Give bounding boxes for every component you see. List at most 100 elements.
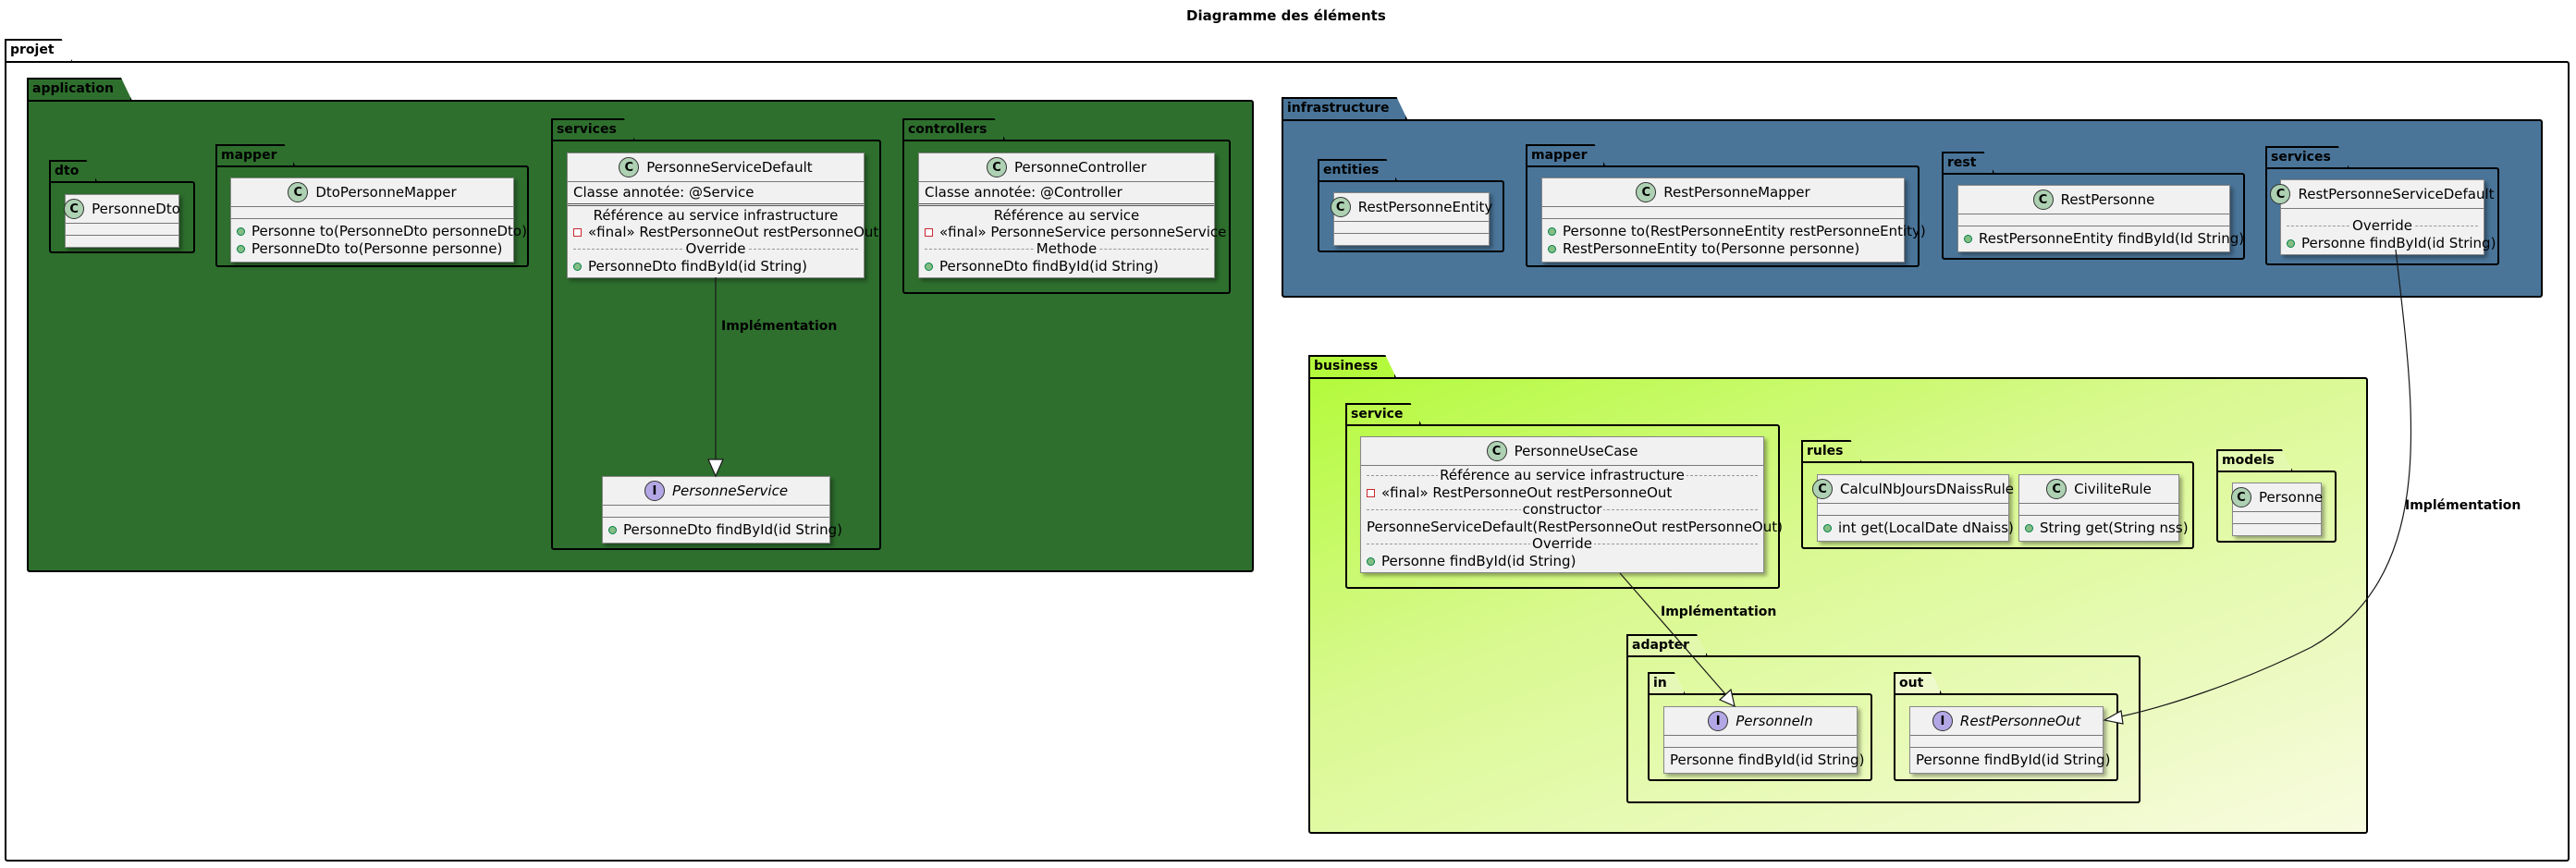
class-name: Personne bbox=[2258, 489, 2324, 506]
interface-name: RestPersonneOut bbox=[1959, 713, 2081, 729]
method: PersonneDto findById(id String) bbox=[623, 521, 843, 538]
package-label: rules bbox=[1807, 444, 1844, 458]
class-icon: C bbox=[2032, 189, 2054, 210]
package-tab-infra-services: services bbox=[2265, 146, 2349, 168]
class-name: DtoPersonneMapper bbox=[315, 184, 457, 201]
class-name: RestPersonne bbox=[2060, 191, 2155, 208]
package-label: entities bbox=[1323, 163, 1380, 177]
package-tab-service: service bbox=[1345, 403, 1421, 425]
field: «final» PersonneService personneService bbox=[939, 224, 1227, 240]
public-visibility-icon bbox=[1964, 235, 1972, 243]
package-label: out bbox=[1899, 676, 1924, 691]
class-icon: C bbox=[2230, 487, 2251, 507]
class-icon: C bbox=[2270, 184, 2291, 204]
package-in bbox=[1648, 693, 1872, 781]
class-dto-personne-mapper[interactable]: C DtoPersonneMapper Personne to(PersonneD… bbox=[230, 177, 527, 263]
package-adapter bbox=[1626, 655, 2141, 803]
public-visibility-icon bbox=[925, 263, 933, 271]
class-name: RestPersonneEntity bbox=[1357, 199, 1493, 215]
section-separator: Methode bbox=[1034, 240, 1099, 257]
class-rest-personne-entity[interactable]: C RestPersonneEntity bbox=[1330, 192, 1493, 246]
public-visibility-icon bbox=[2287, 239, 2295, 248]
method: int get(LocalDate dNaiss) bbox=[1838, 520, 2014, 536]
method: Personne to(PersonneDto personneDto) bbox=[251, 223, 527, 239]
package-label: models bbox=[2222, 453, 2275, 468]
section-separator: Override bbox=[1530, 535, 1594, 552]
method: Personne findById(id String) bbox=[1670, 752, 1865, 768]
relation-label: Implémentation bbox=[721, 319, 838, 334]
field: «final» RestPersonneOut restPersonneOut bbox=[1381, 484, 1673, 501]
interface-name: PersonneIn bbox=[1736, 713, 1813, 729]
package-label: application bbox=[32, 81, 114, 96]
method: String get(String nss) bbox=[2040, 520, 2189, 536]
private-visibility-icon bbox=[1367, 489, 1375, 497]
section-separator: Override bbox=[683, 240, 748, 257]
class-personne-service-default[interactable]: C PersonneServiceDefault Classe annotée: … bbox=[567, 153, 878, 278]
section-separator: Référence au service bbox=[991, 207, 1142, 224]
class-icon: C bbox=[619, 157, 640, 177]
class-icon: C bbox=[64, 199, 85, 219]
package-tab-adapter: adapter bbox=[1626, 634, 1708, 656]
package-service bbox=[1345, 424, 1780, 589]
package-label: dto bbox=[55, 164, 80, 178]
method: Personne findById(id String) bbox=[1916, 752, 2111, 768]
package-tab-infra-mapper: mapper bbox=[1526, 144, 1605, 166]
package-tab-dto: dto bbox=[49, 160, 97, 182]
interface-icon: I bbox=[644, 481, 665, 501]
package-tab-infrastructure: infrastructure bbox=[1282, 97, 1407, 120]
annotation: Classe annotée: @Service bbox=[573, 184, 754, 201]
package-label: adapter bbox=[1632, 638, 1690, 653]
public-visibility-icon bbox=[237, 227, 245, 236]
package-label: rest bbox=[1947, 155, 1977, 170]
public-visibility-icon bbox=[1367, 557, 1375, 566]
class-name: RestPersonneServiceDefault bbox=[2298, 186, 2495, 202]
public-visibility-icon bbox=[573, 263, 582, 271]
class-name: PersonneDto bbox=[92, 201, 180, 217]
method: RestPersonneEntity to(Personne personne) bbox=[1563, 240, 1860, 257]
package-label: infrastructure bbox=[1287, 101, 1390, 116]
package-out bbox=[1894, 693, 2118, 781]
public-visibility-icon bbox=[1548, 245, 1556, 253]
diagram-title: Diagramme des éléments bbox=[1186, 7, 1386, 24]
method: Personne findById(id String) bbox=[1381, 553, 1576, 569]
class-icon: C bbox=[288, 182, 309, 202]
class-name: PersonneServiceDefault bbox=[646, 159, 813, 176]
package-label: controllers bbox=[908, 122, 987, 137]
relation-label: Implémentation bbox=[2405, 498, 2521, 513]
class-personne-dto[interactable]: C PersonneDto bbox=[64, 194, 180, 248]
class-icon: C bbox=[1330, 197, 1351, 217]
section-separator: constructor bbox=[1520, 501, 1604, 518]
section-separator: Référence au service infrastructure bbox=[1438, 467, 1687, 483]
public-visibility-icon bbox=[1823, 524, 1832, 532]
package-label: in bbox=[1653, 676, 1667, 691]
class-name: PersonneController bbox=[1014, 159, 1147, 176]
method: PersonneDto findById(id String) bbox=[939, 258, 1159, 275]
class-rest-personne[interactable]: C RestPersonne RestPersonneEntity findByI… bbox=[1957, 185, 2244, 252]
public-visibility-icon bbox=[1548, 227, 1556, 236]
public-visibility-icon bbox=[2025, 524, 2033, 532]
private-visibility-icon bbox=[925, 228, 933, 237]
section-separator: Référence au service infrastructure bbox=[591, 207, 840, 224]
class-icon: C bbox=[1636, 182, 1657, 202]
class-name: CalculNbJoursDNaissRule bbox=[1840, 481, 2014, 497]
class-icon: C bbox=[2046, 479, 2067, 499]
relation-label: Implémentation bbox=[1661, 605, 1777, 619]
constructor: PersonneServiceDefault(RestPersonneOut r… bbox=[1367, 519, 1783, 535]
class-icon: C bbox=[1486, 441, 1507, 461]
package-label: business bbox=[1314, 359, 1379, 373]
method: RestPersonneEntity findById(Id String) bbox=[1979, 230, 2245, 247]
class-icon: C bbox=[987, 157, 1008, 177]
method: Personne findById(id String) bbox=[2301, 235, 2496, 251]
field: «final» RestPersonneOut restPersonneOut bbox=[588, 224, 879, 240]
class-personne[interactable]: C Personne bbox=[2230, 483, 2324, 536]
package-tab-models: models bbox=[2216, 449, 2293, 471]
